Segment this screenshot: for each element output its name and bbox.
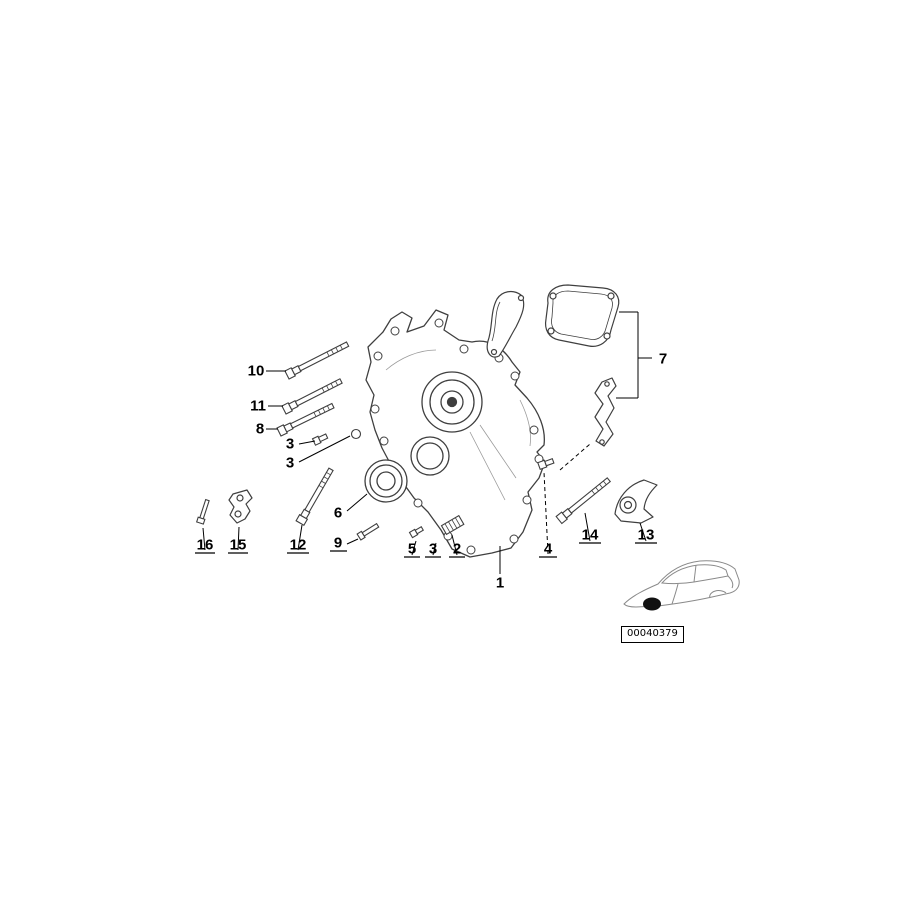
callout-5[interactable]: 5 — [407, 540, 417, 558]
dowel-part-2 — [440, 514, 465, 536]
bolt-part-8 — [276, 402, 335, 437]
callout-7[interactable]: 7 — [658, 350, 668, 368]
image-code: 00040379 — [627, 628, 678, 639]
callout-14[interactable]: 14 — [581, 526, 599, 544]
callout-9[interactable]: 9 — [333, 534, 343, 552]
shaft-seal-part — [364, 459, 408, 503]
plug-part-5 — [408, 526, 425, 539]
car-wheel-icon — [643, 597, 661, 611]
bolt-part-11 — [281, 378, 343, 415]
car-icon — [623, 560, 740, 611]
gasket-set-part-7 — [486, 284, 620, 447]
screw-part-16 — [195, 498, 210, 525]
callout-10[interactable]: 10 — [247, 362, 265, 380]
bolt-part-14 — [555, 477, 612, 525]
callout-15[interactable]: 15 — [229, 536, 247, 554]
plug-part-3b — [350, 428, 362, 440]
callout-8[interactable]: 8 — [255, 420, 265, 438]
callout-1[interactable]: 1 — [495, 574, 505, 592]
callout-12[interactable]: 12 — [289, 536, 307, 554]
bolt-part-9 — [356, 522, 380, 541]
image-code-badge: 00040379 — [621, 626, 684, 643]
plug-part-4 — [537, 458, 555, 470]
callout-11[interactable]: 11 — [250, 397, 266, 415]
bolt-part-10 — [284, 341, 350, 380]
callout-6[interactable]: 6 — [333, 504, 343, 522]
timing-cover-part — [365, 309, 546, 558]
callout-2[interactable]: 2 — [452, 540, 462, 558]
plug-part-3a — [311, 433, 329, 446]
callout-16[interactable]: 16 — [196, 536, 214, 554]
bolt-part-12 — [295, 467, 334, 527]
callout-3b[interactable]: 3 — [285, 454, 295, 472]
callout-3c[interactable]: 3 — [428, 540, 438, 558]
bracket-part-15 — [228, 489, 253, 524]
leader-lines — [195, 311, 657, 574]
callout-3a[interactable]: 3 — [285, 435, 295, 453]
callout-13[interactable]: 13 — [637, 526, 655, 544]
callout-4[interactable]: 4 — [543, 540, 553, 558]
bracket-part-13 — [614, 479, 658, 524]
